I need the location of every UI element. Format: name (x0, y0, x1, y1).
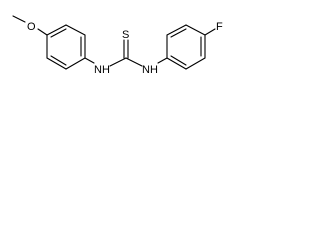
bond-left-ring-2 (65, 24, 86, 36)
bond-oxygen-ring (37, 28, 48, 36)
bond-methyl-oxygen (12, 15, 26, 23)
bond-left-ring-1 (46, 24, 67, 36)
bond-right-ring-5 (185, 57, 206, 70)
bond-right-ring-6 (166, 57, 187, 70)
atom-nh-right: NH (142, 64, 158, 76)
bond-right-ring-inner-3 (170, 55, 187, 66)
bonds (12, 15, 216, 70)
atom-nh-left: NH (94, 64, 110, 76)
bond-nh-left-carbon (109, 57, 127, 67)
bond-left-ring-5 (46, 57, 67, 70)
bond-ring-fluorine (204, 28, 216, 36)
bond-right-ring-3 (185, 24, 206, 36)
atom-oxygen: O (27, 21, 36, 33)
bond-left-ring-4 (65, 57, 86, 70)
bond-nh-right-ring (157, 57, 168, 64)
bond-carbon-nh-right (125, 57, 143, 67)
bond-left-ring-inner-1 (50, 28, 67, 38)
bond-ring-nh-left (84, 57, 95, 64)
atom-sulfur: S (122, 29, 129, 41)
bond-right-ring-inner-1 (170, 28, 187, 38)
bond-left-ring-inner-3 (50, 55, 67, 66)
atom-fluorine: F (216, 21, 223, 33)
atom-labels: O NH S NH F (27, 21, 223, 76)
chemical-structure: O NH S NH F (12, 15, 223, 76)
bond-right-ring-2 (166, 24, 187, 36)
